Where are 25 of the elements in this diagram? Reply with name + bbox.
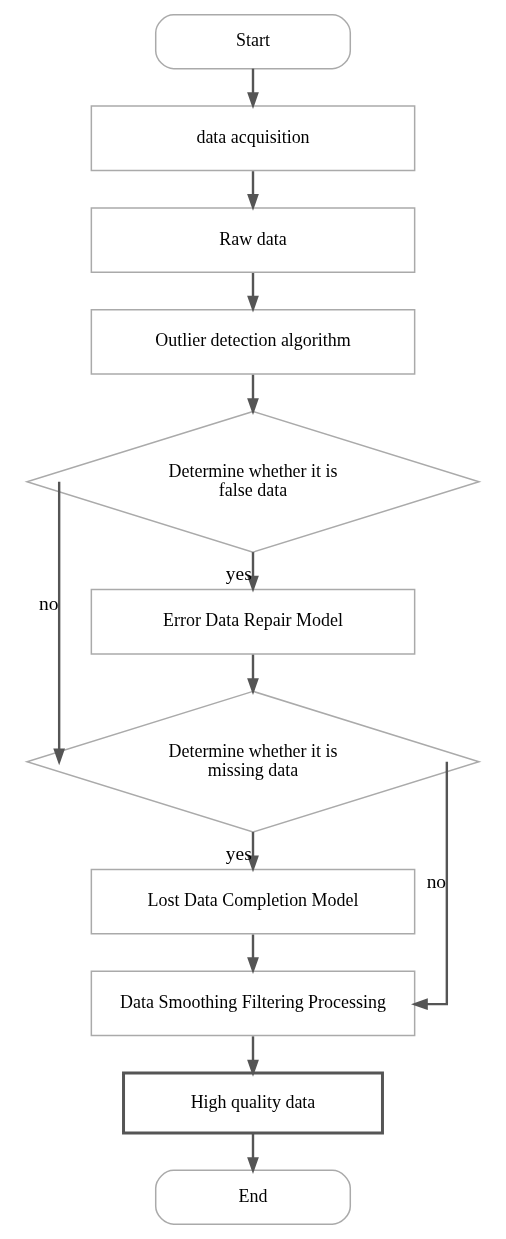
node-diamond: Determine whether it is false data	[24, 410, 482, 553]
node-box: Outlier detection algorithm	[90, 308, 416, 375]
node-box: data acquisition	[90, 105, 416, 172]
arrow	[247, 1036, 259, 1077]
node-diamond: Determine whether it is missing data	[24, 690, 482, 833]
arrow	[247, 654, 259, 695]
node-box: Error Data Repair Model	[90, 588, 416, 655]
edge-label: no	[38, 593, 59, 615]
node-box: Lost Data Completion Model	[90, 868, 416, 935]
edge-label: yes	[225, 563, 252, 585]
node-box: Start	[154, 14, 352, 70]
arrow	[411, 761, 449, 1011]
node-box: Data Smoothing Filtering Processing	[90, 970, 416, 1037]
edge-label: yes	[225, 842, 252, 864]
arrow	[247, 171, 259, 211]
arrow	[247, 1132, 259, 1174]
arrow	[247, 934, 259, 975]
arrow	[247, 374, 259, 416]
node-box: Raw data	[90, 207, 416, 273]
arrow	[53, 481, 66, 766]
arrow	[247, 68, 259, 109]
node-box: End	[154, 1169, 352, 1225]
node-box: High quality data	[122, 1071, 384, 1135]
arrow	[247, 273, 259, 313]
edge-label: no	[426, 870, 447, 892]
